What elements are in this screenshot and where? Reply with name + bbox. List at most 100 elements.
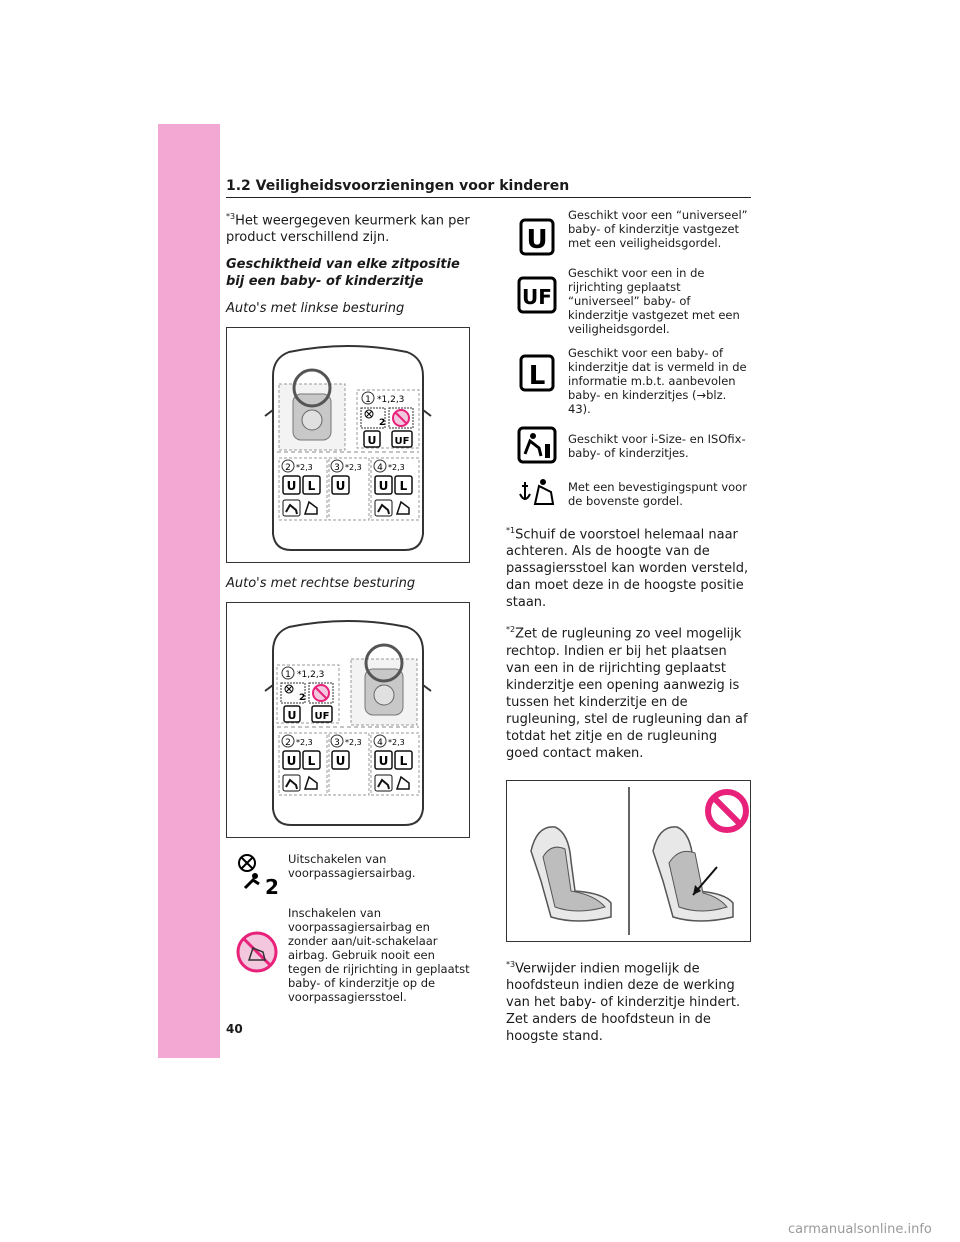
svg-text:L: L (308, 479, 316, 493)
rear-seat-notes: *2,3 (345, 738, 362, 747)
svg-text:L: L (308, 754, 316, 768)
no-rear-facing-icon (236, 931, 278, 973)
rear-seat-notes: *2,3 (388, 463, 405, 472)
l-badge-icon: L (394, 750, 413, 771)
svg-text:U: U (287, 754, 297, 768)
svg-text:2: 2 (379, 418, 385, 428)
isize-icon (282, 499, 301, 517)
svg-text:U: U (287, 479, 297, 493)
note-3: *3Het weergegeven keurmerk kan per produ… (226, 212, 470, 246)
u-badge-icon: U (374, 475, 393, 496)
uf-badge-icon: UF (391, 430, 413, 449)
seat-number-1: 1 (365, 395, 371, 405)
lhd-car-plan: 1 *1,2,3 2 U UF (264, 345, 432, 552)
top-tether-icon (303, 776, 318, 791)
note-2: *2Zet de rugleuning zo veel mogelijk rec… (506, 625, 748, 761)
isize-icon (282, 774, 301, 792)
watermark: carmanualsonline.info (788, 1222, 932, 1237)
legend-text: Geschikt voor een “universeel” baby- of … (568, 208, 748, 250)
uf-badge-icon: UF (517, 276, 557, 314)
prohibit-icon (388, 407, 414, 429)
seat-number-3: 3 (334, 738, 340, 748)
front-seat-notes: *1,2,3 (377, 395, 404, 405)
l-badge-icon: L (394, 475, 413, 496)
legend-u: U Geschikt voor een “universeel” baby- o… (506, 208, 751, 256)
top-tether-icon (303, 501, 318, 516)
svg-text:U: U (288, 709, 297, 722)
legend-top-tether: Met een bevestigingspunt voor de bovenst… (506, 474, 751, 512)
lhd-caption: Auto's met linkse besturing (226, 301, 405, 317)
seat-number-4: 4 (377, 738, 383, 748)
u-badge-icon: U (363, 430, 381, 449)
header-rule (226, 197, 751, 198)
svg-text:UF: UF (522, 285, 552, 309)
right-column: U Geschikt voor een “universeel” baby- o… (506, 208, 751, 1055)
svg-text:U: U (379, 754, 389, 768)
legend-airbag-off: 2 Uitschakelen van voorpassagiersairbag. (226, 852, 470, 896)
seat-incorrect (652, 825, 734, 922)
svg-text:L: L (400, 479, 408, 493)
legend-isize: Geschikt voor i-Size- en ISOfix-baby- of… (506, 426, 751, 464)
u-badge-icon: U (331, 475, 350, 496)
rear-seat-notes: *2,3 (296, 463, 313, 472)
legend-text: Uitschakelen van voorpassagiersairbag. (288, 852, 416, 881)
top-tether-icon (395, 776, 410, 791)
l-badge-icon: L (519, 354, 555, 392)
legend-l: L Geschikt voor een baby- of kinderzitje… (506, 346, 751, 416)
prohibit-icon (308, 682, 334, 704)
u-badge-icon: U (283, 705, 301, 724)
isize-icon (374, 499, 393, 517)
svg-text:U: U (379, 479, 389, 493)
legend-uf: UF Geschikt voor een in de rijrichting g… (506, 266, 751, 336)
u-badge-icon: U (282, 750, 301, 771)
section-title: Geschiktheid van elke zitpositie bij een… (226, 257, 460, 290)
u-badge-icon: U (331, 750, 350, 771)
seat-number-2: 2 (285, 738, 291, 748)
rear-seat-notes: *2,3 (388, 738, 405, 747)
u-badge-icon: U (374, 750, 393, 771)
seat-correct (530, 825, 612, 922)
note-3b: *3Verwijder indien mogelijk de hoofdsteu… (506, 959, 741, 1044)
left-column: *3Het weergegeven keurmerk kan per produ… (226, 208, 470, 1014)
prohibit-icon (705, 788, 749, 833)
u-badge-icon: U (282, 475, 301, 496)
seat-gap-illustration (506, 779, 751, 942)
page-number: 40 (226, 1022, 243, 1036)
svg-text:2: 2 (265, 875, 279, 896)
top-tether-icon (395, 501, 410, 516)
rear-seat-notes: *2,3 (345, 463, 362, 472)
airbag-off-icon: 2 (280, 682, 306, 704)
note-1: *1Schuif de voorstoel helemaal naar acht… (506, 526, 749, 611)
uf-badge-icon: UF (311, 705, 333, 724)
svg-text:U: U (526, 225, 547, 255)
legend-text: Met een bevestigingspunt voor de bovenst… (568, 480, 747, 508)
legend-text: Geschikt voor i-Size- en ISOfix-baby- of… (568, 432, 746, 460)
legend-text: Geschikt voor een baby- of kinderzitje d… (568, 346, 747, 416)
legend-text: Inschakelen van voorpassagiersairbag en … (288, 906, 470, 1005)
u-badge-icon: U (519, 218, 555, 256)
lhd-seat-diagram: 1 *1,2,3 2 U UF (226, 327, 470, 564)
svg-text:UF: UF (395, 436, 410, 447)
rhd-seat-diagram: 1 *1,2,3 2 U UF (226, 602, 470, 839)
rhd-car-plan: 1 *1,2,3 2 U UF (264, 620, 432, 827)
sidebar-band (158, 124, 220, 1058)
airbag-off-icon: 2 (360, 407, 386, 429)
svg-text:U: U (336, 754, 346, 768)
seat-gap-drawing (530, 786, 749, 935)
rear-seat-notes: *2,3 (296, 738, 313, 747)
svg-text:UF: UF (315, 711, 330, 722)
isize-icon (517, 426, 557, 464)
legend-text: Geschikt voor een in de rijrichting gepl… (568, 266, 740, 336)
seat-number-2: 2 (285, 463, 291, 473)
seat-number-1: 1 (285, 670, 291, 680)
rhd-caption: Auto's met rechtse besturing (226, 576, 416, 592)
seat-number-4: 4 (377, 463, 383, 473)
airbag-off-icon: 2 (238, 854, 279, 896)
svg-text:2: 2 (299, 693, 305, 703)
section-header: 1.2 Veiligheidsvoorzieningen voor kinder… (226, 178, 570, 194)
l-badge-icon: L (302, 475, 321, 496)
svg-text:L: L (529, 361, 546, 391)
svg-text:U: U (336, 479, 346, 493)
l-badge-icon: L (302, 750, 321, 771)
svg-text:L: L (400, 754, 408, 768)
